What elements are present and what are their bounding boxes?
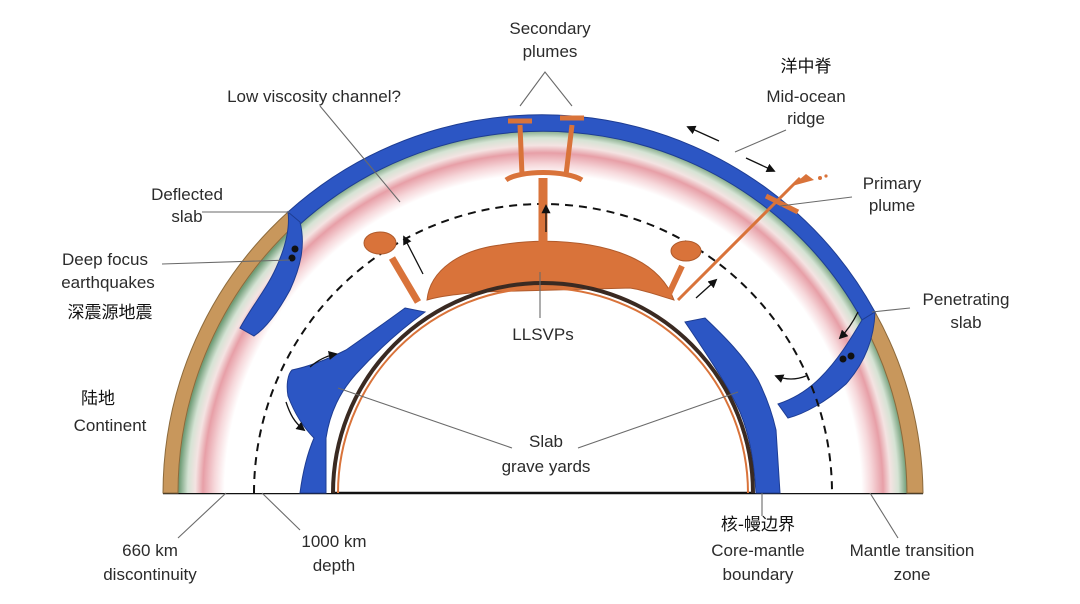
- label-deep-focus-1: Deep focus: [62, 250, 148, 269]
- label-primary-1: Primary: [863, 174, 922, 193]
- label-transition-2: zone: [894, 565, 931, 584]
- primary-plume-dot-2: [824, 174, 828, 178]
- flow-arrow-icon: [309, 350, 338, 368]
- label-cmb-cn: 核-幔边界: [721, 515, 795, 535]
- leader-transition: [869, 492, 899, 539]
- label-primary-2: plume: [869, 196, 915, 215]
- label-660-1: 660 km: [122, 541, 178, 560]
- label-1000-1: 1000 km: [301, 532, 366, 551]
- label-deep-focus-cn: 深震源地震: [68, 303, 153, 323]
- label-slab-grave-1: Slab: [529, 432, 563, 451]
- left-plume-stem: [388, 256, 422, 304]
- flow-arrow-icon: [774, 374, 807, 383]
- right-plume-stem: [665, 264, 685, 298]
- primary-plume-stem: [676, 176, 802, 302]
- core-mantle-boundary-edge: [337, 287, 749, 494]
- leader-slab-grave-left: [337, 387, 513, 449]
- leader-slab-grave-right: [577, 391, 739, 449]
- earthquake-dot-icon: [847, 352, 855, 360]
- primary-plume-head: [792, 174, 814, 186]
- label-660-2: discontinuity: [103, 565, 197, 584]
- leader-low-viscosity: [319, 105, 401, 203]
- label-slab-grave-2: grave yards: [502, 457, 591, 476]
- label-deep-focus-2: earthquakes: [61, 273, 155, 292]
- flow-arrow-icon: [686, 125, 720, 142]
- label-transition-1: Mantle transition: [850, 541, 975, 560]
- label-deflected-2: slab: [171, 207, 202, 226]
- earthquake-dot-icon: [291, 245, 299, 253]
- label-continent-cn: 陆地: [81, 389, 115, 409]
- flow-arrow-icon: [695, 278, 718, 299]
- flow-arrow-icon: [838, 311, 859, 340]
- penetrating-slab-shape: [777, 311, 876, 419]
- label-llsvps: LLSVPs: [512, 325, 573, 344]
- label-secondary-plumes-1: Secondary: [509, 19, 591, 38]
- slab-graveyard-left: [286, 307, 427, 494]
- leader-primary: [779, 196, 853, 207]
- flow-arrow-icon: [745, 157, 776, 173]
- left-plume-head: [363, 231, 397, 255]
- leader-1000: [261, 492, 301, 531]
- ridge-break: [726, 145, 738, 159]
- label-low-viscosity: Low viscosity channel?: [227, 87, 401, 106]
- primary-plume-cap: [764, 193, 800, 215]
- slab-graveyard-right: [684, 317, 781, 494]
- leader-mid-ocean: [734, 129, 787, 153]
- label-cmb-2: boundary: [723, 565, 794, 584]
- label-cmb-1: Core-mantle: [711, 541, 805, 560]
- label-mid-ocean-1: Mid-ocean: [766, 87, 845, 106]
- earthquake-dot-icon: [839, 355, 847, 363]
- deflected-slab-shape: [239, 210, 303, 337]
- flow-arrow-icon: [403, 235, 424, 275]
- leader-secondary-plumes: [519, 71, 573, 107]
- leader-deep-focus: [161, 259, 291, 265]
- flow-arrow-icon: [285, 401, 306, 432]
- label-secondary-plumes-2: plumes: [523, 42, 578, 61]
- earthquake-dot-icon: [288, 254, 296, 262]
- leader-660: [177, 492, 227, 539]
- right-plume-head: [670, 240, 702, 262]
- leader-penetrating: [871, 307, 911, 313]
- label-mid-ocean-cn: 洋中脊: [781, 57, 832, 77]
- central-plume-branches: [504, 124, 584, 183]
- label-penetrating-2: slab: [950, 313, 981, 332]
- label-1000-2: depth: [313, 556, 356, 575]
- primary-plume-dot-1: [818, 176, 822, 180]
- label-mid-ocean-2: ridge: [787, 109, 825, 128]
- label-penetrating-1: Penetrating: [923, 290, 1010, 309]
- label-continent: Continent: [74, 416, 147, 435]
- label-deflected-1: Deflected: [151, 185, 223, 204]
